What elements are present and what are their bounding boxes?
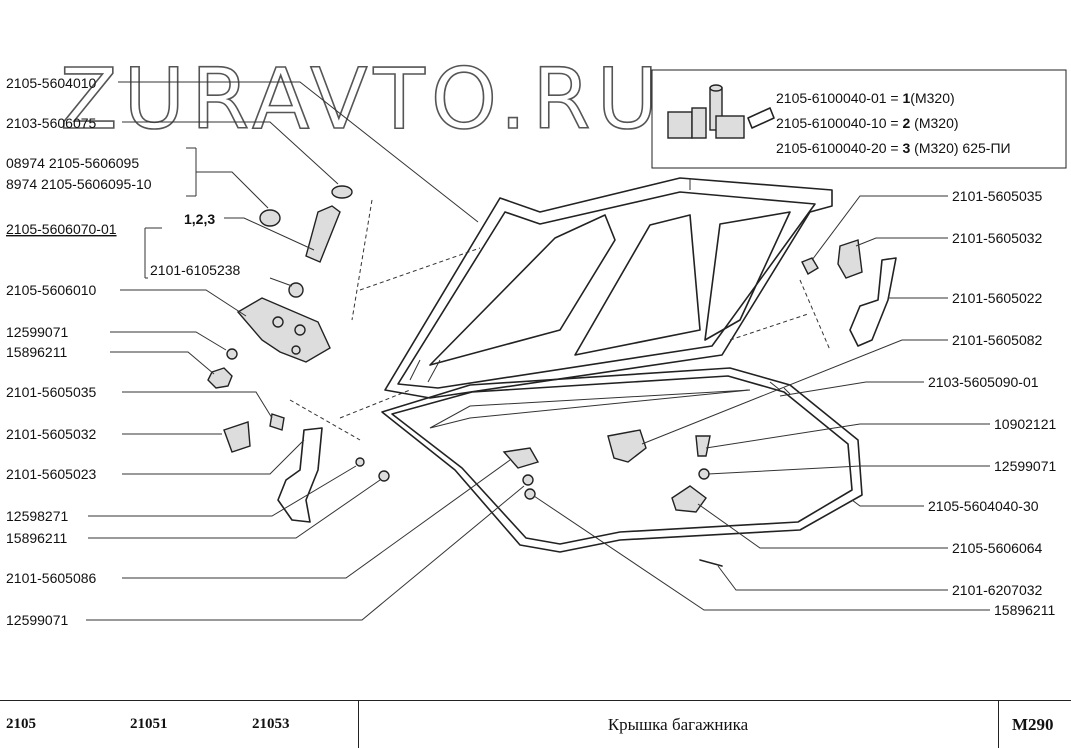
model-21053: 21053: [252, 716, 290, 732]
label-12599071-right: 12599071: [994, 458, 1057, 474]
label-2101-5605032-right: 2101-5605032: [952, 230, 1043, 246]
label-08974-2105-5606095: 08974 2105-5606095: [6, 155, 139, 171]
label-2105-5604010: 2105-5604010: [6, 75, 97, 91]
label-2101-5605086: 2101-5605086: [6, 570, 97, 586]
label-2101-5605035-left: 2101-5605035: [6, 384, 97, 400]
model-21051: 21051: [130, 716, 168, 732]
trunk-lid-outer-panel: [381, 367, 863, 553]
label-15896211-left: 15896211: [6, 530, 67, 546]
legend-line-2: 2105-6100040-10 = 2 (M320): [776, 115, 959, 131]
footer-divider-right: [998, 701, 999, 748]
parts-diagram: ZURAVTO.RU 2105-6100040-01 = 1(M320) 210…: [6, 49, 1067, 628]
label-12599071-upper: 12599071: [6, 324, 69, 340]
label-2105-5606064: 2105-5606064: [952, 540, 1043, 556]
model-2105: 2105: [6, 716, 36, 732]
lid-brackets: [502, 429, 723, 567]
leader-lines: [86, 81, 990, 621]
label-2105-5604040-30: 2105-5604040-30: [928, 498, 1039, 514]
page-code: M290: [1012, 714, 1054, 734]
label-2101-5605023: 2101-5605023: [6, 466, 97, 482]
lock-cylinder: [259, 185, 353, 298]
legend-line-3: 2105-6100040-20 = 3 (M320) 625-ПИ: [776, 140, 1011, 156]
label-15896211-right: 15896211: [994, 602, 1055, 618]
trunk-lid-frame: [384, 177, 833, 399]
label-15896211-upper: 15896211: [6, 344, 67, 360]
label-8974-2105-5606095-10: 8974 2105-5606095-10: [6, 176, 152, 192]
left-fasteners: [207, 348, 390, 482]
label-12599071-lower: 12599071: [6, 612, 69, 628]
right-hinge: [801, 239, 897, 347]
footer-divider-left: [358, 701, 359, 748]
label-2101-6207032: 2101-6207032: [952, 582, 1043, 598]
title-block: 2105 21051 21053 Крышка багажника M290: [0, 700, 1071, 748]
label-2101-5605082: 2101-5605082: [952, 332, 1043, 348]
label-2105-5606010: 2105-5606010: [6, 282, 97, 298]
lock-assembly: [236, 297, 331, 363]
label-2101-5605022: 2101-5605022: [952, 290, 1043, 306]
left-hinge: [277, 427, 323, 523]
label-2103-5606075: 2103-5606075: [6, 115, 97, 131]
label-2103-5605090-01: 2103-5605090-01: [928, 374, 1039, 390]
legend-line-1: 2105-6100040-01 = 1(M320): [776, 90, 955, 106]
page-title: Крышка багажника: [607, 714, 749, 734]
label-2101-6105238: 2101-6105238: [150, 262, 241, 278]
label-2101-5605035-right: 2101-5605035: [952, 188, 1043, 204]
watermark-text: ZURAVTO.RU: [60, 50, 664, 148]
label-12598271: 12598271: [6, 508, 69, 524]
paint-kit-icon: [667, 84, 775, 139]
label-kit-1-2-3: 1,2,3: [184, 211, 215, 227]
label-2105-5606070-01: 2105-5606070-01: [6, 221, 117, 237]
legend-box: 2105-6100040-01 = 1(M320) 2105-6100040-1…: [651, 69, 1067, 169]
label-2101-5605032-left: 2101-5605032: [6, 426, 97, 442]
label-10902121: 10902121: [994, 416, 1057, 432]
